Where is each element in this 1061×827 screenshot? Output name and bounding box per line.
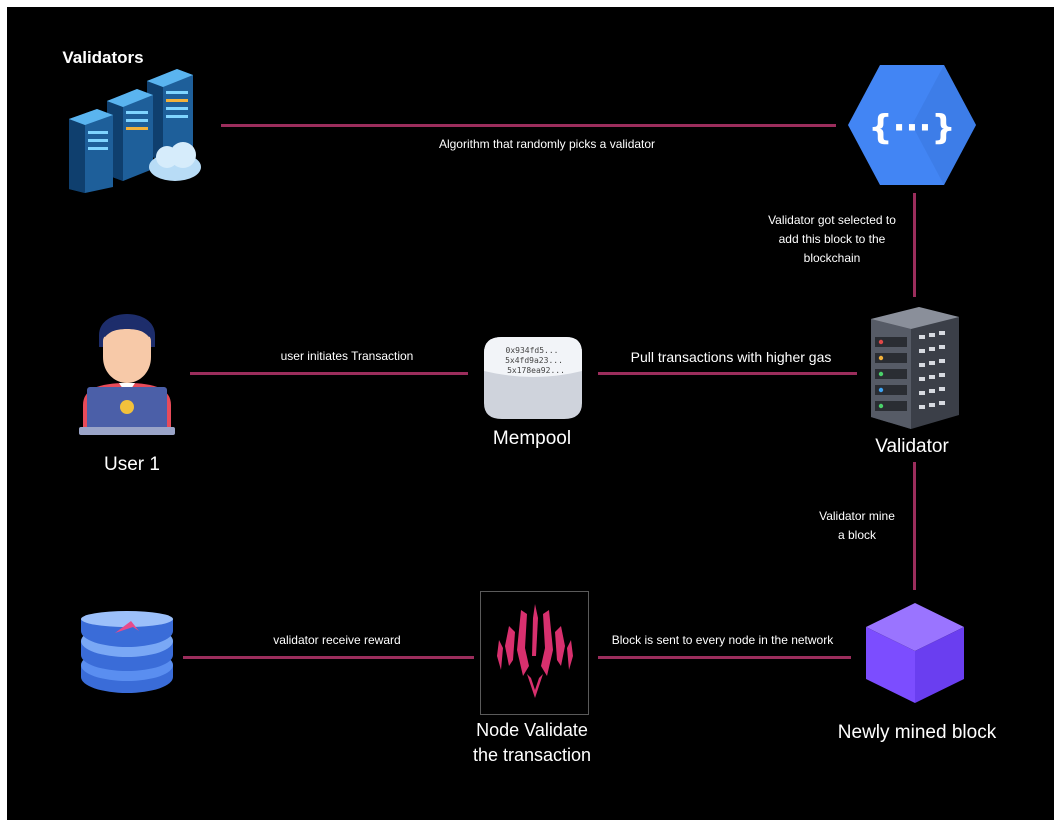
connector-validator-block (913, 462, 916, 590)
node-logo-frame (480, 591, 589, 715)
edge-label-reward: validator receive reward (273, 633, 401, 647)
validator-server-icon (871, 307, 959, 429)
edge-label-mine-line1: Validator mine (819, 509, 895, 523)
function-hexagon-icon: {···} (848, 65, 976, 185)
diagram-canvas: Validators (7, 7, 1054, 820)
edge-label-selected-line3: blockchain (803, 251, 861, 265)
connector-mempool-validator (598, 372, 857, 375)
server-cloud-icon (69, 69, 201, 193)
edge-label-mine-line2: a block (837, 528, 877, 542)
connector-validators-algorithm (221, 124, 836, 127)
node-validate-line2: the transaction (472, 745, 592, 765)
edge-label-user-initiates: user initiates Transaction (280, 349, 414, 363)
validator-label: Validator (875, 436, 949, 457)
edge-label-pull-transactions: Pull transactions with higher gas (630, 349, 832, 365)
new-block-label: Newly mined block (837, 722, 997, 743)
mempool-code-line-2: 5x4fd9a23... (505, 356, 563, 365)
node-logo-icon (497, 604, 573, 698)
mempool-code-line-1: 0x934fd5... (506, 346, 559, 355)
connector-algorithm-validator (913, 193, 916, 297)
connector-node-reward (183, 656, 474, 659)
svg-text:{···}: {···} (868, 108, 955, 148)
mempool-label: Mempool (492, 428, 572, 449)
edge-label-algorithm: Algorithm that randomly picks a validato… (438, 137, 656, 151)
node-validate-label: Node Validate the transaction (437, 718, 627, 768)
node-validate-line1: Node Validate (476, 720, 588, 740)
coin-stack-icon (81, 611, 173, 693)
block-cube-icon (866, 603, 964, 703)
edge-label-selected-line2: add this block to the (778, 232, 886, 246)
edge-label-block-sent: Block is sent to every node in the netwo… (611, 633, 834, 647)
edge-label-mine: Validator mine a block (797, 507, 917, 545)
validators-label: Validators (62, 48, 144, 67)
mempool-code-line-3: 5x178ea92... (507, 366, 565, 375)
connector-user-mempool (190, 372, 468, 375)
mempool-box-icon: 0x934fd5... 5x4fd9a23... 5x178ea92... (484, 337, 582, 419)
user-laptop-icon (79, 314, 175, 435)
edge-label-selected-line1: Validator got selected to (768, 213, 896, 227)
user-label: User 1 (104, 454, 160, 475)
connector-block-node (598, 656, 851, 659)
edge-label-selected: Validator got selected to add this block… (747, 211, 917, 268)
